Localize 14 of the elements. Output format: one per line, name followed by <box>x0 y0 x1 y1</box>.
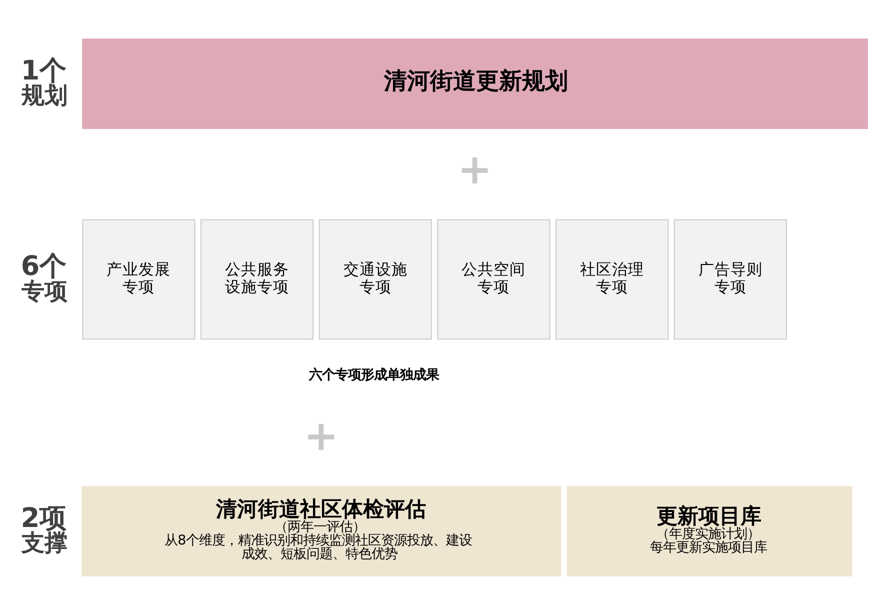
node-box: 广告导则专项 <box>674 219 787 340</box>
node-box: 清河街道更新规划 <box>82 38 868 129</box>
node-box: 公共服务设施专项 <box>200 219 314 340</box>
node-box: 交通设施专项 <box>318 219 432 340</box>
label: + <box>304 411 339 460</box>
node-box: 产业发展专项 <box>82 219 196 340</box>
node-box: 公共空间专项 <box>437 219 550 340</box>
label: + <box>457 144 492 194</box>
node-box: 社区治理专项 <box>555 219 669 340</box>
node-box: 清河街道社区体检评估 （两年一评估） 从8个维度，精准识别和持续监测社区资源投放、建设成效、短板问题、特色优势 <box>82 486 562 576</box>
label: 专项 <box>21 278 68 305</box>
label: 支撑 <box>21 530 68 557</box>
node-box: 更新项目库 （年度实施计划） 每年更新实施项目库 <box>566 486 852 576</box>
label: 六个专项形成单独成果 <box>308 367 439 384</box>
